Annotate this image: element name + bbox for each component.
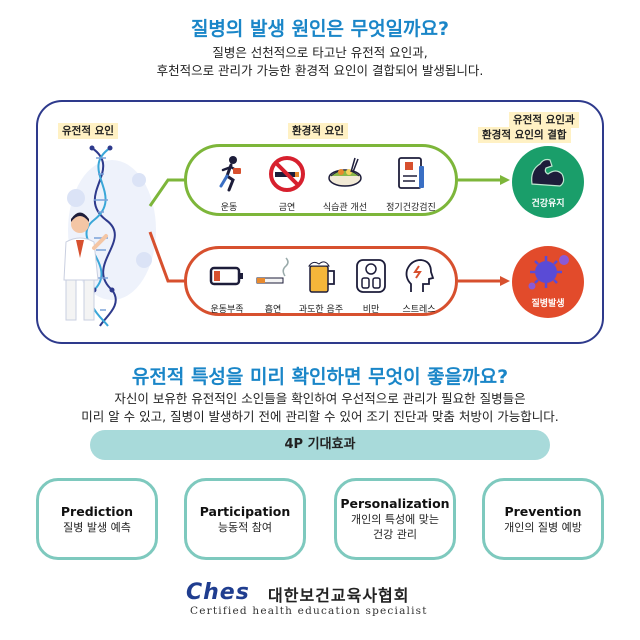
logo-english-name: Certified health education specialist [190,605,428,617]
card-desc: 건강 관리 [373,528,417,541]
logo-mark: Ches [186,580,250,605]
stressed-head-icon [405,259,435,292]
bad-item-label: 스트레스 [402,305,436,315]
scale-icon [356,259,386,293]
section2-title: 유전적 특성을 미리 확인하면 무엇이 좋을까요? [131,366,509,388]
association-logo: Ches 대한보건교육사협회 Certified health educatio… [186,580,486,620]
flexed-arm-icon [531,158,565,187]
bad-item-label: 비만 [362,305,380,315]
bad-item-inactivity: 운동부족 [192,256,262,315]
card-desc: 능동적 참여 [217,520,273,534]
good-item-diet: 식습관 개선 [310,154,380,213]
combination-label-line1: 유전적 요인과 [509,112,579,128]
dna-scientist-illustration [63,145,156,327]
exercise-icon [219,156,241,192]
healthy-meal-icon [328,157,362,187]
causes-diagram-frame [36,100,604,344]
card-title: Prediction [60,503,134,519]
good-item-label: 운동 [220,203,238,213]
card-title: Personalization [340,496,450,511]
result-label: 질병발생 [531,299,565,309]
environmental-factor-label: 환경적 요인 [288,123,348,139]
card-participation: Participation 능동적 참여 [184,478,306,560]
card-desc: 개인의 특성에 맞는 [351,513,439,526]
logo-korean-name: 대한보건교육사협회 [268,586,410,605]
card-prevention: Prevention 개인의 질병 예방 [482,478,604,560]
disease-onset-result: 질병발생 [512,246,584,318]
virus-icon [528,255,569,290]
beer-icon [308,261,335,293]
medical-checkup-icon [398,157,424,189]
section1-line1: 질병은 선천적으로 타고난 유전적 요인과, [212,45,428,60]
good-item-label: 식습관 개선 [322,203,368,213]
bad-item-label: 과도한 음주 [298,305,344,315]
card-personalization: Personalization 개인의 특성에 맞는 건강 관리 [334,478,456,560]
card-desc: 개인의 질병 예방 [504,520,582,534]
bad-item-drinking: 과도한 음주 [286,256,356,315]
good-item-checkup: 정기건강검진 [376,154,446,213]
section1-line2: 후천적으로 관리가 가능한 환경적 요인이 결합되어 발생됩니다. [156,63,484,78]
section2-line2: 미리 알 수 있고, 질병이 발생하기 전에 관리할 수 있어 조기 진단과 맞… [81,409,559,424]
bad-item-label: 운동부족 [210,305,244,315]
no-smoking-icon [269,156,305,192]
health-maintenance-result: 건강유지 [512,146,584,218]
good-item-no-smoking: 금연 [252,154,322,213]
good-item-label: 금연 [278,203,296,213]
section1-title: 질병의 발생 원인은 무엇일까요? [190,18,450,40]
bad-item-stress: 스트레스 [384,256,454,315]
good-item-exercise: 운동 [194,154,264,213]
card-title: Prevention [504,503,582,519]
bad-item-smoking: 흡연 [238,256,308,315]
4p-banner: 4P 기대효과 [90,430,550,460]
genetic-factor-label: 유전적 요인 [58,123,118,139]
good-item-label: 정기건강검진 [386,203,436,213]
bad-item-label: 흡연 [264,305,282,315]
combination-label-line2: 환경적 요인의 결합 [478,127,571,143]
cigarette-icon [256,257,289,284]
card-title: Participation [199,503,291,519]
section2-line1: 자신이 보유한 유전적인 소인들을 확인하여 우선적으로 관리가 필요한 질병들… [114,391,526,406]
result-label: 건강유지 [531,199,565,209]
card-prediction: Prediction 질병 발생 예측 [36,478,158,560]
card-desc: 질병 발생 예측 [63,520,131,534]
low-battery-icon [209,266,243,286]
bad-item-obesity: 비만 [336,256,406,315]
